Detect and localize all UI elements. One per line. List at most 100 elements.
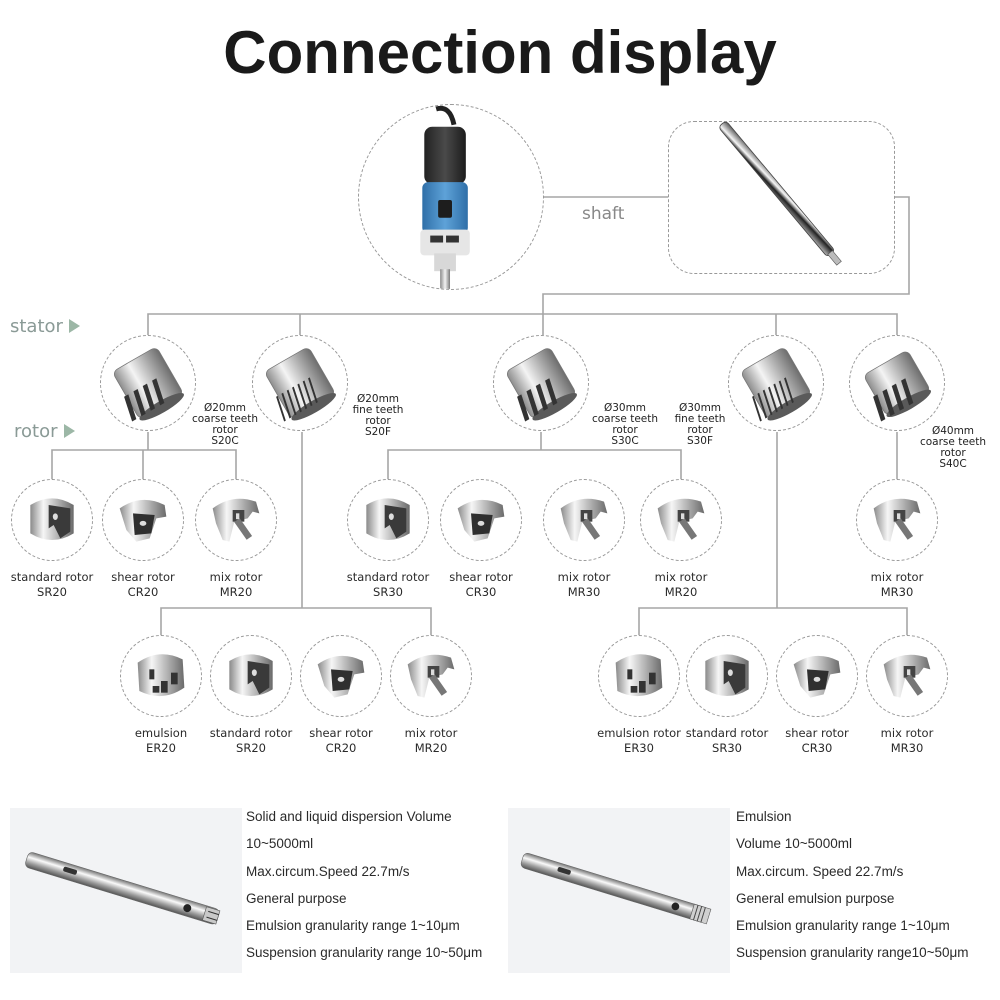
spec-line: General purpose <box>246 890 347 906</box>
stator-size: Ø20mm <box>203 402 247 414</box>
rotor-name: emulsion rotor <box>597 726 681 740</box>
stator-node-s30c <box>493 335 589 431</box>
rotor-name: shear rotor <box>785 726 849 740</box>
stator-kind: rotor <box>940 447 966 459</box>
stator-icon <box>864 351 931 422</box>
rotor-node-mr30 <box>866 635 948 717</box>
spec-line: Volume 10~5000ml <box>736 836 852 852</box>
rotor-icon <box>30 498 74 540</box>
spec-line: Emulsion granularity range 1~10μm <box>246 918 460 934</box>
stator-code: S20C <box>211 435 239 447</box>
spec-line: Solid and liquid dispersion Volume <box>246 809 452 824</box>
stator-size: Ø20mm <box>356 393 400 405</box>
rotor-node-mr20 <box>195 479 277 561</box>
product-image-1 <box>10 808 242 973</box>
rotor-name: mix rotor <box>209 570 263 584</box>
rotor-name: mix rotor <box>404 726 458 740</box>
rotor-node-mr30 <box>543 479 625 561</box>
rotor-code: ER20 <box>146 741 176 755</box>
connector <box>147 313 898 335</box>
rotor-code: CR30 <box>465 585 497 599</box>
stator-kind: rotor <box>687 424 713 436</box>
stator-size: Ø30mm <box>678 402 722 414</box>
rotor-node-cr20 <box>300 635 382 717</box>
stator-kind: rotor <box>612 424 638 436</box>
stator-node-s20f <box>252 335 348 431</box>
stator-icon <box>507 348 577 422</box>
rotor-node-sr20 <box>210 635 292 717</box>
stator-size: Ø30mm <box>603 402 647 414</box>
stator-node-s30f <box>728 335 824 431</box>
stator-teeth: coarse teeth <box>591 413 659 425</box>
rotor-node-er20 <box>120 635 202 717</box>
stator-label-text: stator <box>10 316 63 337</box>
rotor-node-mr30 <box>856 479 938 561</box>
rotor-label-text: rotor <box>14 421 58 442</box>
rotor-name: mix rotor <box>654 570 708 584</box>
rotor-name: shear rotor <box>449 570 513 584</box>
rotor-code: MR20 <box>414 741 448 755</box>
stator-code: S20F <box>364 426 392 438</box>
rotor-code: MR30 <box>880 585 914 599</box>
stator-label: stator <box>10 316 80 337</box>
shaft-label: shaft <box>582 204 625 224</box>
rotor-icon <box>137 654 185 697</box>
stator-icon <box>266 348 336 422</box>
rotor-icon <box>119 499 167 542</box>
stator-teeth: coarse teeth <box>191 413 259 425</box>
rotor-name: standard rotor <box>685 726 769 740</box>
rotor-name: mix rotor <box>870 570 924 584</box>
spec-line: Suspension granularity range10~50μm <box>736 945 969 961</box>
rotor-node-cr20 <box>102 479 184 561</box>
rotor-code: ER30 <box>624 741 654 755</box>
stator-code: S40C <box>939 458 967 470</box>
connector <box>387 449 682 480</box>
spec-line: 10~5000ml <box>246 836 314 852</box>
rotor-icon <box>212 498 260 542</box>
rotor-icon <box>873 498 921 542</box>
arrow-right-icon <box>68 319 80 333</box>
rotor-code: MR30 <box>567 585 601 599</box>
rotor-icon <box>560 498 608 542</box>
motor-icon <box>420 105 470 289</box>
stator-teeth: fine teeth <box>352 404 404 416</box>
rotor-code: SR30 <box>373 585 403 599</box>
stator-size: Ø40mm <box>931 425 975 437</box>
rotor-icon <box>883 654 931 698</box>
shaft-icon <box>719 121 842 266</box>
rotor-icon <box>407 654 455 698</box>
rotor-name: emulsion <box>134 726 188 740</box>
spec-line: Emulsion <box>736 809 792 824</box>
rotor-code: MR20 <box>664 585 698 599</box>
spec-line: Suspension granularity range 10~50μm <box>246 945 483 961</box>
rotor-code: SR20 <box>236 741 266 755</box>
motor-node <box>358 104 544 290</box>
stator-teeth: fine teeth <box>674 413 726 425</box>
connector <box>160 607 432 635</box>
rotor-node-sr30 <box>347 479 429 561</box>
rotor-icon <box>793 655 841 698</box>
rotor-code: MR30 <box>890 741 924 755</box>
rotor-node-sr20 <box>11 479 93 561</box>
rotor-node-mr20 <box>390 635 472 717</box>
rotor-icon <box>229 654 273 696</box>
rotor-name: mix rotor <box>880 726 934 740</box>
stator-node-s40c <box>849 335 945 431</box>
stator-code: S30C <box>611 435 639 447</box>
spec-line: General emulsion purpose <box>736 890 895 906</box>
stator-teeth: coarse teeth <box>919 436 987 448</box>
rotor-name: standard rotor <box>10 570 94 584</box>
rotor-node-mr20 <box>640 479 722 561</box>
spec-line: Max.circum. Speed 22.7m/s <box>736 863 904 879</box>
product-specs-2: Emulsion Volume 10~5000ml Max.circum. Sp… <box>736 808 969 972</box>
rotor-node-er30 <box>598 635 680 717</box>
